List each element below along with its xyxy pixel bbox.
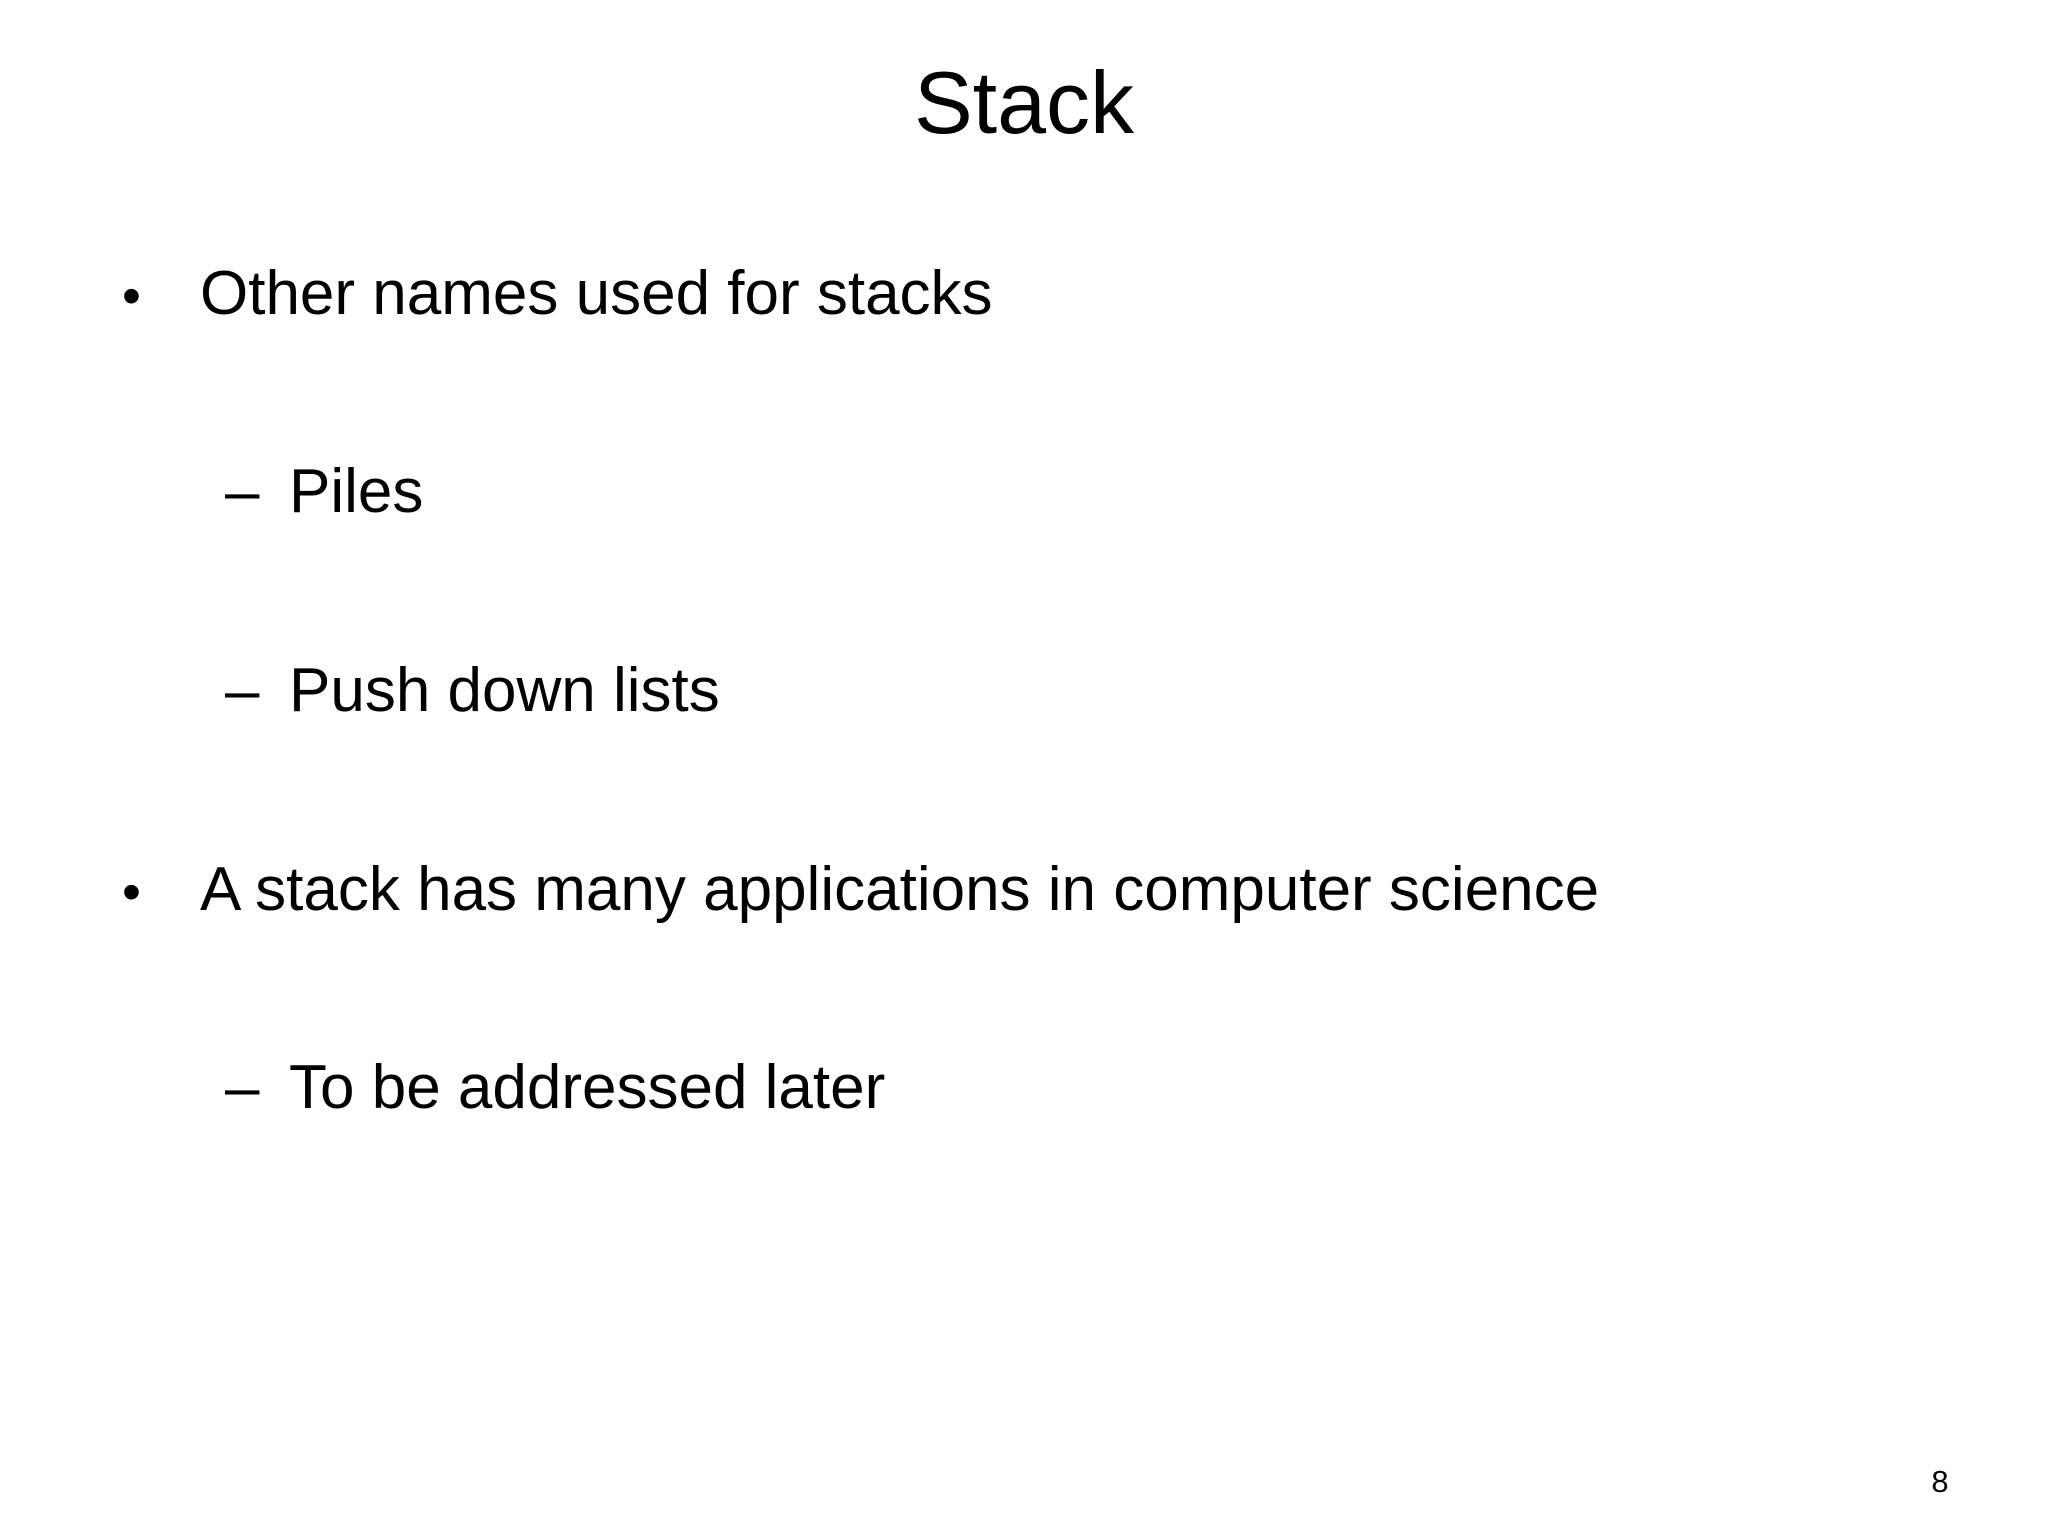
bullet-dot-icon: • bbox=[122, 266, 141, 326]
sub-bullet-text: Push down lists bbox=[289, 656, 720, 725]
bullet-dash-icon: – bbox=[225, 457, 260, 526]
bullet-item: • Other names used for stacks bbox=[122, 254, 993, 336]
page-number: 8 bbox=[1931, 1464, 1949, 1499]
sub-bullet-item: – To be addressed later bbox=[225, 1048, 885, 1128]
bullet-item: • A stack has many applications in compu… bbox=[122, 850, 1599, 932]
sub-bullet-item: – Piles bbox=[225, 452, 423, 532]
bullet-dash-icon: – bbox=[225, 1053, 260, 1122]
bullet-dash-icon: – bbox=[225, 656, 260, 725]
bullet-dot-icon: • bbox=[122, 862, 141, 922]
slide-title: Stack bbox=[913, 53, 1135, 152]
bullet-text: Other names used for stacks bbox=[200, 259, 993, 328]
sub-bullet-item: – Push down lists bbox=[225, 651, 720, 731]
bullet-text: A stack has many applications in compute… bbox=[200, 855, 1600, 924]
sub-bullet-text: Piles bbox=[289, 457, 424, 526]
sub-bullet-text: To be addressed later bbox=[289, 1053, 886, 1122]
